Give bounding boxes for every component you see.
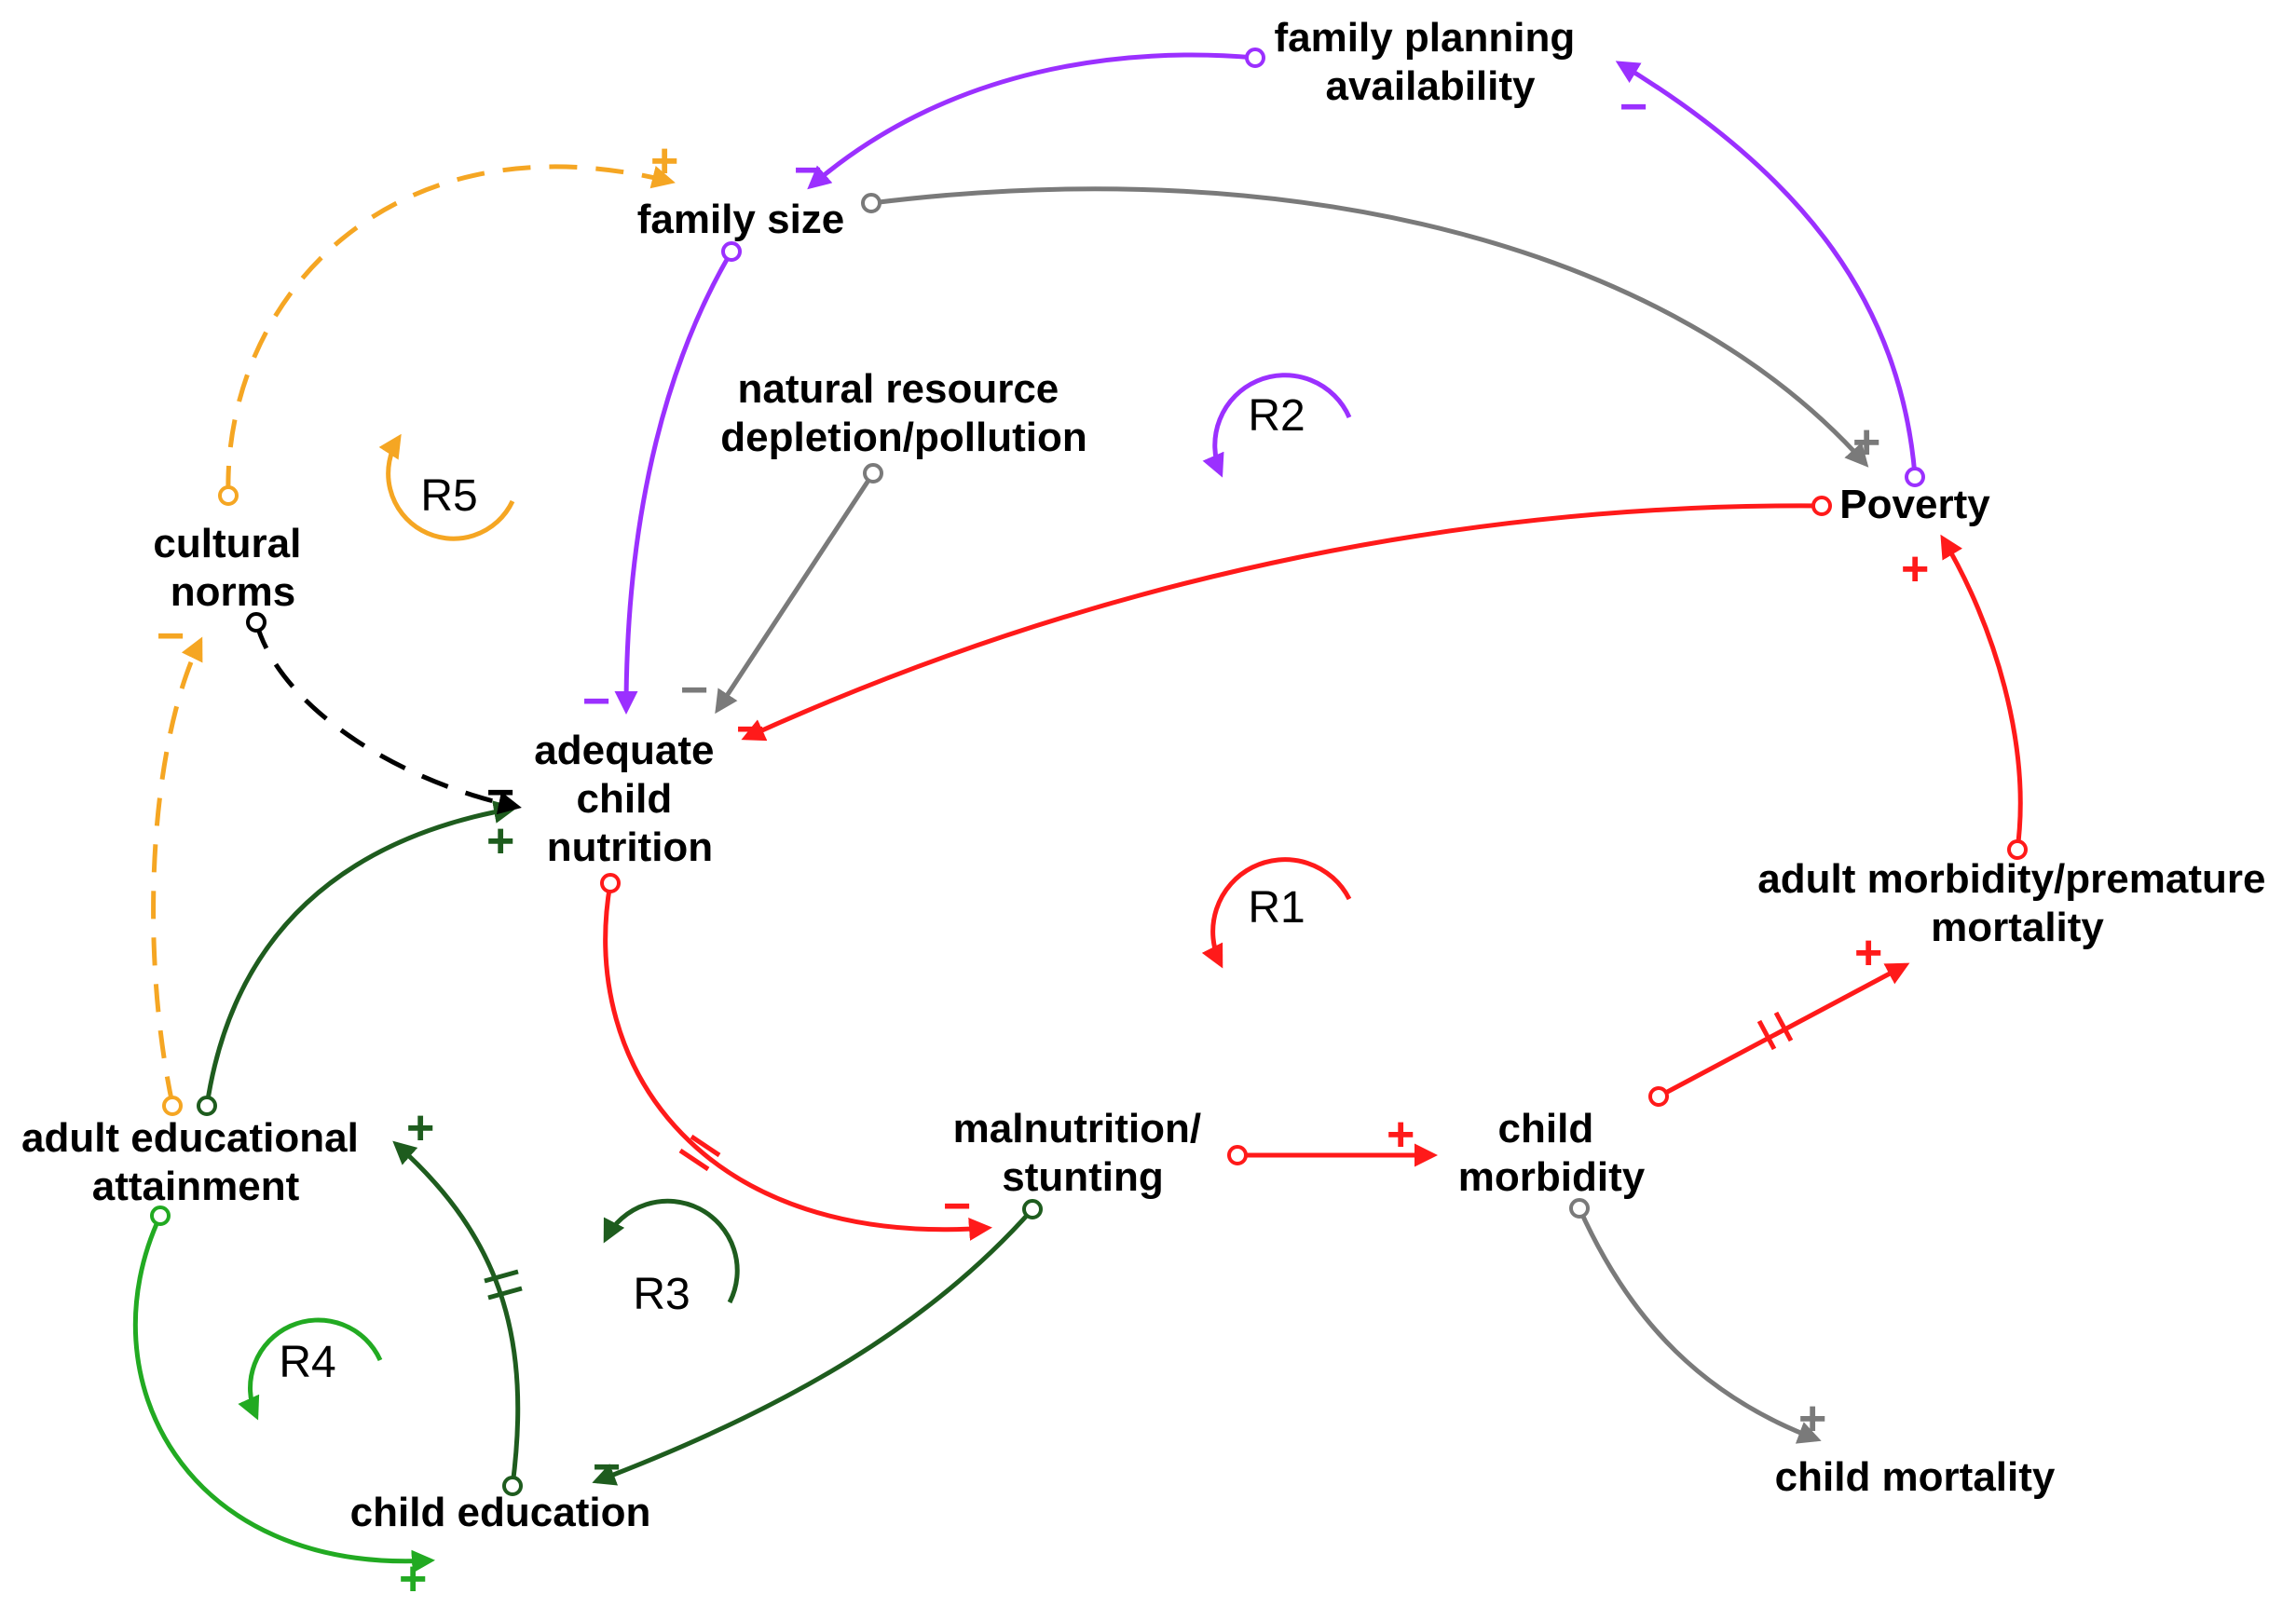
polarity-nutrition-malnutrition: − [943,1179,971,1233]
polarity-child-morbidity-adult-morbidity: + [1854,926,1882,980]
link-adult-education-to-cultural-norms [151,636,203,1116]
node-malnutrition-stunting: malnutrition/ stunting [953,1106,1213,1200]
link-family-size-to-nutrition [614,241,742,715]
link-nutrition-to-malnutrition [600,873,992,1241]
link-malnutrition-to-child-education [592,1199,1043,1486]
link-poverty-to-nutrition [741,496,1832,742]
node-family-planning-availability: family planning availability [1275,15,1587,109]
node-poverty: Poverty [1839,482,1990,527]
polarity-malnutrition-child-morbidity: + [1387,1108,1414,1162]
polarity-family-size-poverty: + [1852,415,1880,470]
link-natural-resource-to-nutrition [715,463,883,715]
polarity-family-size-nutrition: − [582,674,610,729]
polarity-adult-morbidity-poverty: + [1901,542,1929,596]
node-adult-educational-attainment: adult educational attainment [21,1115,370,1209]
loop-r1: R1 [1201,857,1352,969]
link-adult-education-to-child-education [132,1206,435,1573]
node-cultural-norms: cultural norms [153,521,312,615]
loop-r2-label: R2 [1248,391,1305,441]
node-child-morbidity: child morbidity [1458,1106,1646,1200]
link-adult-morbidity-to-poverty [1940,534,2028,860]
polarity-adult-education-child-education: + [399,1552,427,1606]
link-child-morbidity-to-adult-morbidity [1648,962,1910,1107]
node-natural-resource-depletion: natural resource depletion/pollution [720,366,1087,460]
loop-r2: R2 [1202,373,1352,478]
loop-r5: R5 [378,433,515,541]
link-family-planning-to-family-size [807,48,1265,190]
polarity-cultural-norms-nutrition: − [486,766,514,820]
polarity-cultural-norms-family-size: + [650,134,678,188]
polarity-adult-education-nutrition: + [486,814,514,868]
polarity-malnutrition-child-education: − [593,1440,621,1494]
loop-r3: R3 [603,1198,740,1319]
polarity-child-education-adult-education: + [406,1101,434,1155]
node-child-education: child education [350,1490,651,1535]
link-adult-education-to-nutrition [197,800,517,1116]
polarity-child-morbidity-child-mortality: + [1798,1392,1826,1446]
link-cultural-norms-to-family-size [218,164,676,506]
polarity-family-planning-family-size: − [794,143,822,198]
loop-r4-label: R4 [279,1338,335,1387]
polarity-poverty-nutrition: − [736,702,764,756]
loop-r4: R4 [238,1317,383,1421]
node-adequate-child-nutrition: adequate child nutrition [534,728,725,870]
link-poverty-to-family-planning [1615,61,1925,487]
link-cultural-norms-to-nutrition [246,612,522,815]
loop-r5-label: R5 [420,471,477,521]
node-adult-morbidity-premature-mortality: adult morbidity/premature mortality [1757,856,2276,950]
link-child-morbidity-to-child-mortality [1569,1198,1822,1444]
polarity-adult-education-cultural-norms: − [157,609,184,663]
link-child-education-to-adult-education [392,1140,523,1496]
loop-r3-label: R3 [633,1270,690,1319]
link-family-size-to-poverty [861,186,1869,468]
link-malnutrition-to-child-morbidity [1227,1143,1438,1167]
polarity-poverty-family-planning: − [1620,80,1647,134]
node-family-size: family size [637,197,845,242]
loop-r1-label: R1 [1248,883,1305,933]
node-child-mortality: child mortality [1775,1454,2056,1500]
polarity-natural-resource-nutrition: − [680,663,708,717]
